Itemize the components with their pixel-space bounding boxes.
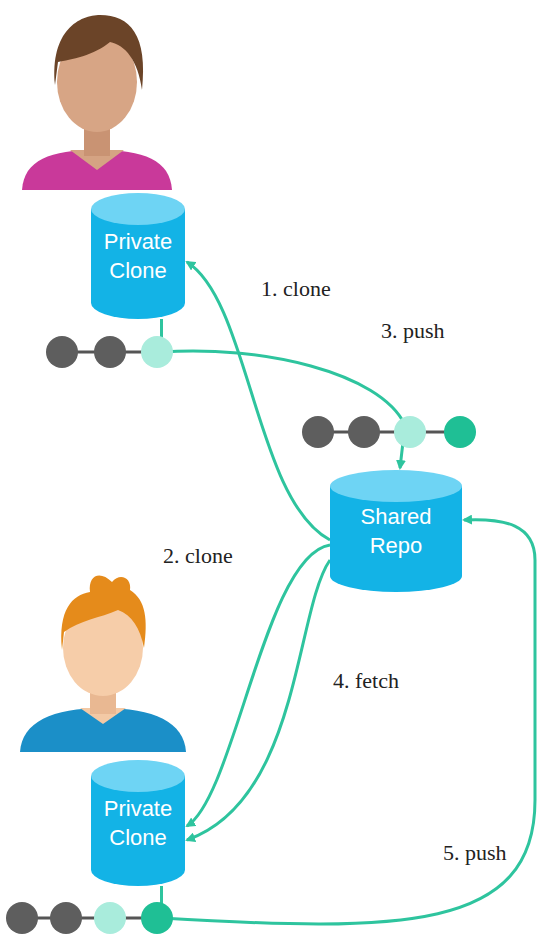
repository-cylinder: Private Clone [91, 760, 185, 886]
flow-arrow [187, 262, 330, 540]
woman-avatar [22, 15, 172, 190]
repository-label: Shared Repo [346, 502, 446, 560]
repository-cylinder: Shared Repo [330, 470, 462, 592]
cylinder-outline [91, 193, 185, 319]
commit-chain [46, 336, 173, 368]
step-label: 1. clone [258, 276, 334, 302]
flow-arrow [187, 560, 330, 840]
cylinder-outline [91, 760, 185, 886]
flow-arrow [187, 545, 330, 826]
flow-arrow [162, 319, 406, 468]
cylinder-outline [330, 470, 462, 592]
repository-label: Private Clone [98, 794, 178, 852]
commit-chain [302, 416, 476, 448]
step-label: 3. push [378, 318, 448, 344]
repository-cylinder: Private Clone [91, 193, 185, 319]
step-label: 2. clone [160, 543, 236, 569]
repository-label: Private Clone [98, 227, 178, 285]
commit-chain [6, 902, 173, 934]
man-avatar [20, 575, 186, 752]
step-label: 4. fetch [330, 668, 402, 694]
step-label: 5. push [440, 840, 510, 866]
